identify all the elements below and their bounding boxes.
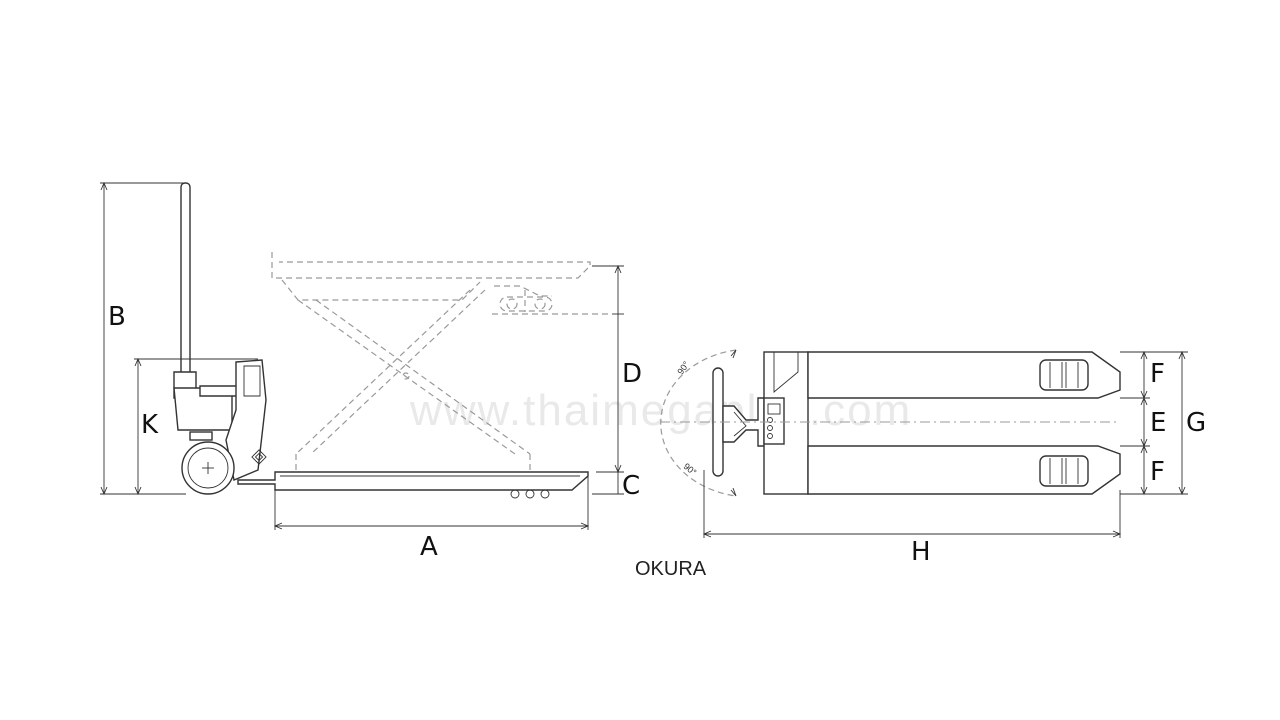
forks-top-view — [807, 351, 1121, 495]
brand-label: OKURA — [635, 558, 707, 580]
steering-angle-lower: 90° — [682, 461, 699, 478]
dimension-f-bottom-label: F — [1150, 457, 1165, 487]
steer-wheel — [181, 441, 235, 495]
tow-handle — [173, 182, 197, 399]
dimension-f-e-f: F E F — [1120, 350, 1188, 496]
dimension-g: G — [1178, 350, 1206, 496]
dimension-f-top-label: F — [1150, 359, 1165, 389]
dimension-d-label: D — [622, 359, 642, 389]
side-view: B K A D C — [100, 181, 642, 562]
raised-platform-outline — [271, 252, 612, 472]
dimension-e-label: E — [1150, 408, 1166, 438]
dimension-c-label: C — [622, 471, 640, 501]
steering-angle-upper: 90° — [675, 359, 691, 376]
dimension-h: H — [702, 470, 1122, 567]
dimension-h-label: H — [911, 537, 931, 567]
dimension-a-label: A — [420, 532, 438, 562]
dimension-b-label: B — [108, 302, 126, 332]
dimension-k-label: K — [141, 410, 159, 440]
dimension-a: A — [273, 476, 590, 562]
dimension-k: K — [134, 357, 258, 496]
top-view: 90° 90° — [660, 349, 1206, 567]
pump-unit — [173, 359, 267, 481]
dimension-d: D — [592, 264, 642, 474]
chassis-top-view — [763, 351, 809, 495]
dimension-g-label: G — [1186, 408, 1206, 438]
dimension-b: B — [100, 181, 186, 496]
lowered-fork — [237, 471, 589, 499]
dimension-c: C — [592, 471, 640, 501]
